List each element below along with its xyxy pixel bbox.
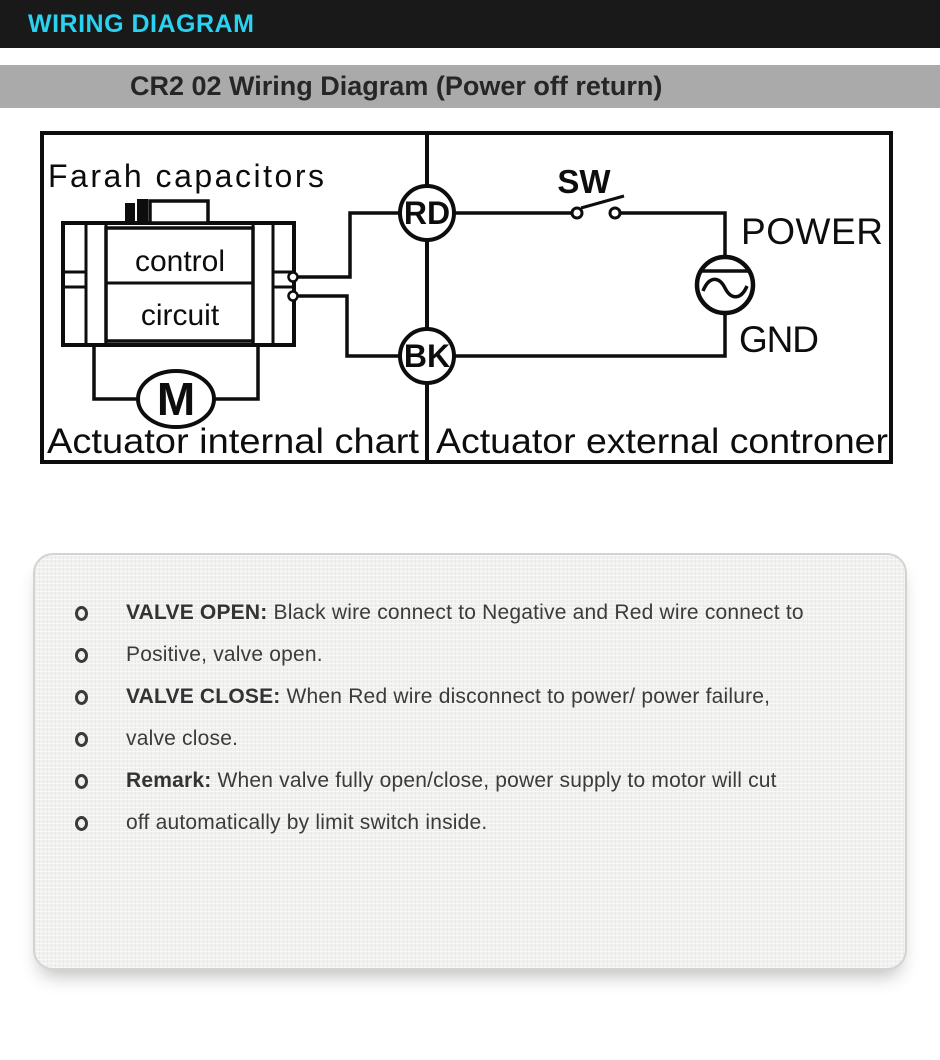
wires (92, 211, 727, 401)
wiring-diagram: RD BK control circuit M (40, 131, 893, 464)
wire-terminal-to-bk (296, 294, 399, 358)
switch-symbol (570, 194, 625, 220)
wire-power-to-bk (453, 313, 727, 358)
bullet-circle-icon (75, 689, 88, 705)
gnd-label: GND (739, 319, 819, 360)
note-text-regular: valve close. (126, 727, 239, 750)
note-text-bold: VALVE OPEN: (126, 601, 268, 624)
subheader-bar: CR2 02 Wiring Diagram (Power off return) (0, 65, 940, 108)
note-text: VALVE CLOSE: When Red wire disconnect to… (126, 685, 770, 709)
switch-contact-left (570, 206, 584, 220)
note-text: Remark: When valve fully open/close, pow… (126, 769, 777, 793)
note-text-regular: Positive, valve open. (126, 643, 323, 666)
black-wire-node (398, 327, 456, 385)
capacitor-plate-left (125, 203, 135, 222)
note-row: Remark: When valve fully open/close, pow… (35, 760, 905, 802)
note-row: valve close. (35, 718, 905, 760)
note-text-regular: When valve fully open/close, power suppl… (211, 769, 777, 792)
note-text-regular: When Red wire disconnect to power/ power… (280, 685, 771, 708)
red-wire-label: RD (404, 195, 450, 231)
page-title: WIRING DIAGRAM (28, 9, 255, 38)
bullet-circle-icon (75, 605, 88, 621)
capacitor-icon (125, 199, 210, 225)
wire-switch-to-power (620, 211, 727, 257)
actuator-housing: control circuit (61, 221, 299, 347)
header-bar: WIRING DIAGRAM (0, 0, 940, 48)
motor-label: M (157, 373, 195, 425)
bullet-circle-icon (75, 815, 88, 831)
control-label: control (135, 245, 225, 278)
note-text: valve close. (126, 727, 238, 751)
terminal-dot-bottom (287, 290, 299, 302)
bullet-circle-icon (75, 647, 88, 663)
note-text-bold: Remark: (126, 769, 212, 792)
motor-symbol: M (136, 369, 216, 429)
notes-panel: VALVE OPEN: Black wire connect to Negati… (33, 553, 907, 970)
wire-motor-left (92, 345, 138, 401)
note-text-regular: off automatically by limit switch inside… (126, 811, 488, 834)
terminal-dot-top (287, 271, 299, 283)
note-row: VALVE CLOSE: When Red wire disconnect to… (35, 676, 905, 718)
wire-terminal-to-rd (296, 211, 399, 279)
black-wire-label: BK (404, 338, 450, 374)
note-text: Positive, valve open. (126, 643, 323, 667)
red-wire-node (398, 184, 456, 242)
capacitor-plate-right (137, 199, 148, 223)
wire-nodes: RD BK (398, 184, 456, 385)
ac-power-source-icon (694, 254, 756, 316)
switch-label: SW (557, 163, 611, 200)
diagram-caption: CR2 02 Wiring Diagram (Power off return) (130, 71, 663, 101)
farah-capacitors-label: Farah capacitors (48, 158, 324, 194)
capacitor-housing (148, 199, 210, 225)
external-controller-label: Actuator external controner (436, 422, 888, 461)
switch-contact-right (608, 206, 622, 220)
note-text: VALVE OPEN: Black wire connect to Negati… (126, 601, 804, 625)
note-text: off automatically by limit switch inside… (126, 811, 487, 835)
sine-wave-icon (701, 277, 749, 299)
circuit-label: circuit (141, 299, 220, 332)
bullet-circle-icon (75, 773, 88, 789)
wire-motor-right (214, 345, 260, 401)
note-row: Positive, valve open. (35, 634, 905, 676)
switch-blade (580, 194, 625, 210)
bullet-circle-icon (75, 731, 88, 747)
note-row: off automatically by limit switch inside… (35, 802, 905, 844)
internal-chart-label: Actuator internal chart (47, 422, 419, 461)
note-text-regular: Black wire connect to Negative and Red w… (267, 601, 804, 624)
motor-ellipse (136, 369, 216, 429)
note-row: VALVE OPEN: Black wire connect to Negati… (35, 592, 905, 634)
power-label: POWER (741, 211, 883, 252)
note-text-bold: VALVE CLOSE: (126, 685, 281, 708)
